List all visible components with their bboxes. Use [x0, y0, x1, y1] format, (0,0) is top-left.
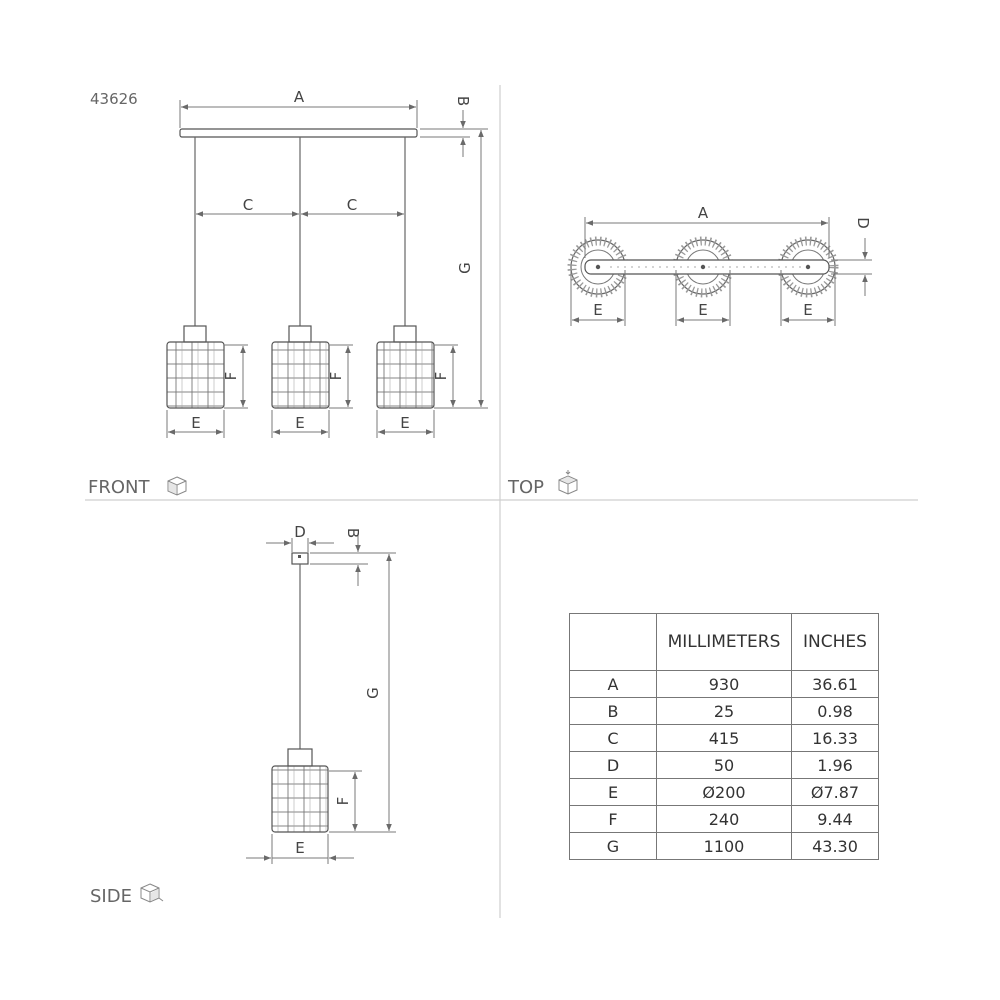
- inch-cell: 0.98: [791, 697, 879, 725]
- inch-cell: Ø7.87: [791, 778, 879, 806]
- dim-cell: E: [569, 778, 657, 806]
- dim-cell: F: [569, 805, 657, 833]
- dim-label-g: G: [456, 262, 474, 274]
- lamp-shade: [271, 325, 330, 409]
- dim-cell: C: [569, 724, 657, 752]
- dim-label-e: E: [295, 414, 304, 432]
- table-row: F 240 9.44: [569, 805, 879, 833]
- dim-label-e: E: [803, 301, 812, 319]
- dim-cell: B: [569, 697, 657, 725]
- table-row: A 930 36.61: [569, 670, 879, 698]
- inch-cell: 16.33: [791, 724, 879, 752]
- dim-label-e: E: [698, 301, 707, 319]
- dim-cell: D: [569, 751, 657, 779]
- table-header-inches: INCHES: [791, 613, 879, 671]
- view-label-front: FRONT: [88, 477, 150, 498]
- dim-label-c: C: [347, 196, 357, 214]
- dim-label-a: A: [698, 204, 709, 222]
- dim-label-b: B: [454, 96, 472, 106]
- dim-label-e: E: [295, 839, 304, 857]
- dim-label-e: E: [593, 301, 602, 319]
- mm-cell: 930: [656, 670, 792, 698]
- dim-cell: A: [569, 670, 657, 698]
- inch-cell: 43.30: [791, 832, 879, 860]
- side-view: D B G F E SIDE: [90, 523, 396, 907]
- mm-cell: 240: [656, 805, 792, 833]
- table-row: E Ø200 Ø7.87: [569, 778, 879, 806]
- cube-front-icon: [167, 476, 187, 496]
- dim-label-e: E: [191, 414, 200, 432]
- canopy-end: [291, 552, 309, 565]
- dim-cell: G: [569, 832, 657, 860]
- table-row: G 1100 43.30: [569, 832, 879, 860]
- canopy-bar-top: [584, 259, 830, 275]
- inch-cell: 9.44: [791, 805, 879, 833]
- dim-label-c: C: [243, 196, 253, 214]
- dim-label-g: G: [364, 687, 382, 699]
- dim-label-d: D: [854, 217, 872, 229]
- inch-cell: 36.61: [791, 670, 879, 698]
- table-row: C 415 16.33: [569, 724, 879, 752]
- view-label-top: TOP: [507, 477, 544, 498]
- inch-cell: 1.96: [791, 751, 879, 779]
- table-row: B 25 0.98: [569, 697, 879, 725]
- mm-cell: 50: [656, 751, 792, 779]
- table-header-blank: [569, 613, 657, 671]
- dim-label-f: F: [432, 372, 450, 381]
- canopy-bar: [179, 128, 418, 138]
- cube-side-icon: [140, 883, 164, 903]
- dim-label-e: E: [400, 414, 409, 432]
- dim-label-d: D: [294, 523, 306, 541]
- mm-cell: Ø200: [656, 778, 792, 806]
- product-code: 43626: [90, 90, 138, 108]
- dim-label-a: A: [294, 88, 305, 106]
- table-header-millimeters: MILLIMETERS: [656, 613, 792, 671]
- cube-top-icon: [558, 470, 578, 495]
- dim-label-f: F: [222, 372, 240, 381]
- front-view: 43626 A B: [88, 88, 488, 498]
- mm-cell: 25: [656, 697, 792, 725]
- dim-label-f: F: [327, 372, 345, 381]
- table-row: D 50 1.96: [569, 751, 879, 779]
- view-label-side: SIDE: [90, 886, 132, 907]
- mm-cell: 415: [656, 724, 792, 752]
- mm-cell: 1100: [656, 832, 792, 860]
- dim-label-b: B: [344, 528, 362, 538]
- lamp-shade: [166, 325, 225, 409]
- lamp-shade: [376, 325, 435, 409]
- lamp-shade: [271, 748, 329, 833]
- dim-label-f: F: [334, 797, 352, 806]
- top-view: A D E E E TOP: [507, 204, 872, 498]
- dimensions-table: MILLIMETERS INCHES A 930 36.61 B 25 0.98…: [569, 613, 879, 860]
- table-header-row: MILLIMETERS INCHES: [569, 613, 879, 671]
